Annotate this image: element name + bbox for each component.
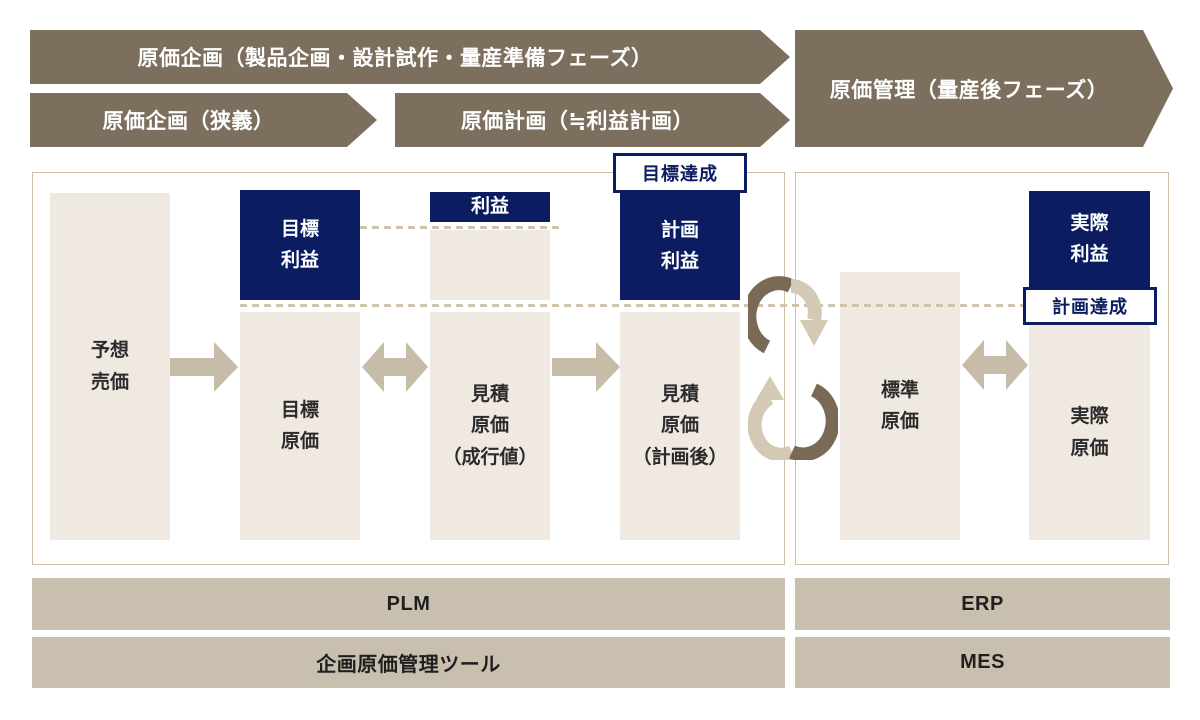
bar-standard-cost-label: 標準 原価: [880, 379, 919, 432]
double-arrow-icon: [962, 340, 1028, 390]
tool-bar-plm: PLM: [32, 578, 785, 630]
tool-bar-planning-cost-tool: 企画原価管理ツール: [32, 637, 785, 688]
bar-planned-profit-label: 計画 利益: [660, 219, 699, 272]
bar-actual-profit-label: 実際 利益: [1070, 212, 1109, 265]
bar-target-profit: 目標 利益: [240, 190, 360, 300]
target-guide-dashed-line: [240, 304, 1023, 307]
banner-cost-planning-main: 原価企画（製品企画・設計試作・量産準備フェーズ）: [30, 30, 790, 84]
bar-estimated-cost-current-label: 見積 原価 （成行値）: [442, 383, 538, 468]
tool-bar-erp: ERP: [795, 578, 1170, 630]
banner-cost-plan: 原価計画（≒利益計画）: [395, 93, 790, 147]
bar-estimated-cost-planned-label: 見積 原価 （計画後）: [632, 383, 728, 468]
goal-achieved-tag: 目標達成: [613, 153, 747, 193]
bar-actual-profit: 実際 利益: [1029, 191, 1150, 287]
arrow-right-icon: [170, 342, 238, 392]
arrow-right-icon: [552, 342, 620, 392]
banner-cost-management: 原価管理（量産後フェーズ）: [795, 30, 1173, 147]
banner-cost-planning-narrow: 原価企画（狭義）: [30, 93, 377, 147]
bar-actual-cost: 実際 原価: [1029, 325, 1150, 540]
tool-bar-mes: MES: [795, 637, 1170, 688]
bar-target-cost: 目標 原価: [240, 312, 360, 540]
bar-profit: 利益: [430, 192, 550, 222]
double-arrow-icon: [362, 342, 428, 392]
bar-target-profit-label: 目標 利益: [280, 218, 319, 271]
bar-profit-label: 利益: [470, 196, 509, 218]
bar-estimated-cost-current: 見積 原価 （成行値）: [430, 312, 550, 540]
bar-target-cost-label: 目標 原価: [280, 399, 319, 452]
profit-guide-dashed-line: [360, 226, 560, 229]
bar-planned-profit: 計画 利益: [620, 192, 740, 300]
bar-standard-cost: 標準 原価: [840, 272, 960, 540]
bar-profit-segment: [430, 230, 550, 300]
bar-actual-cost-label: 実際 原価: [1070, 406, 1109, 459]
bar-estimated-cost-planned: 見積 原価 （計画後）: [620, 312, 740, 540]
bar-expected-price: 予想 売価: [50, 193, 170, 540]
bar-expected-price-label: 予想 売価: [90, 340, 129, 393]
plan-achieved-tag: 計画達成: [1023, 287, 1157, 325]
cycle-arrow-icon: [748, 276, 838, 460]
